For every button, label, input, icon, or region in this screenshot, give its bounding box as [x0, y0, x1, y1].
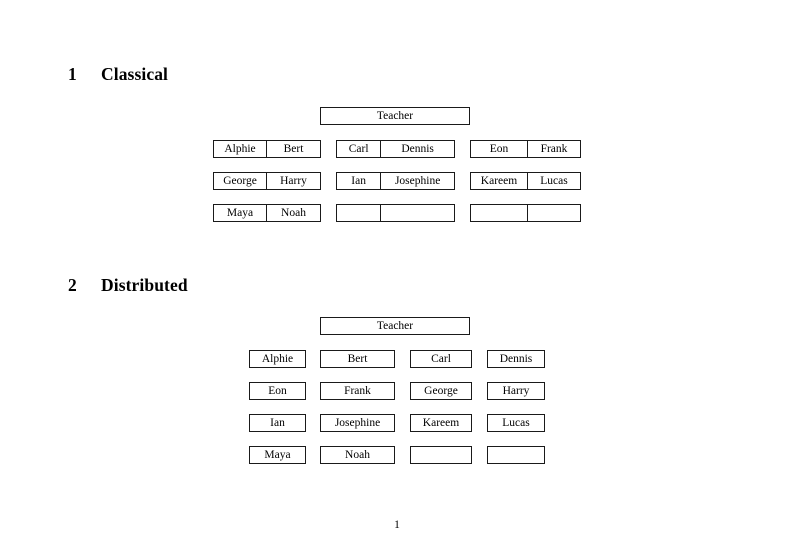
student-box[interactable]: Josephine — [320, 414, 395, 432]
student-cell[interactable]: Dennis — [401, 143, 434, 155]
student-box[interactable]: Carl — [410, 350, 472, 368]
teacher-box-distributed[interactable]: Teacher — [320, 317, 470, 335]
section-number: 2 — [68, 275, 77, 295]
section-title: Classical — [101, 64, 169, 84]
student-cell-empty[interactable] — [471, 205, 528, 221]
student-cell[interactable]: Ian — [337, 173, 382, 189]
student-cell[interactable]: Alphie — [214, 141, 268, 157]
student-box-empty[interactable] — [487, 446, 545, 464]
student-box[interactable]: Maya — [249, 446, 306, 464]
section-heading-distributed: 2 Distributed — [68, 275, 188, 296]
section-heading-classical: 1 Classical — [68, 64, 168, 85]
student-cell[interactable]: Lucas — [540, 175, 568, 187]
student-box[interactable]: Kareem — [410, 414, 472, 432]
student-box[interactable]: Dennis — [487, 350, 545, 368]
page-number: 1 — [394, 519, 400, 531]
student-cell-empty[interactable] — [381, 205, 454, 221]
student-cell[interactable]: Kareem — [471, 173, 528, 189]
student-box[interactable]: Noah — [320, 446, 395, 464]
student-box[interactable]: Eon — [249, 382, 306, 400]
student-cell-empty[interactable] — [337, 205, 382, 221]
student-row[interactable]: Alphie Bert — [213, 140, 321, 158]
student-cell[interactable]: Frank — [540, 143, 568, 155]
student-box[interactable]: Frank — [320, 382, 395, 400]
student-row[interactable]: Kareem Lucas — [470, 172, 581, 190]
student-cell[interactable]: Noah — [281, 207, 306, 219]
student-row[interactable]: Eon Frank — [470, 140, 581, 158]
student-box[interactable]: Bert — [320, 350, 395, 368]
student-box[interactable]: Alphie — [249, 350, 306, 368]
student-box[interactable]: Lucas — [487, 414, 545, 432]
student-row-empty[interactable] — [470, 204, 581, 222]
student-row-empty[interactable] — [336, 204, 455, 222]
student-row[interactable]: Maya Noah — [213, 204, 321, 222]
student-cell[interactable]: Eon — [471, 141, 528, 157]
student-cell[interactable]: Harry — [280, 175, 307, 187]
student-cell-empty[interactable] — [528, 205, 580, 221]
student-cell[interactable]: Carl — [337, 141, 382, 157]
student-row[interactable]: Ian Josephine — [336, 172, 455, 190]
section-number: 1 — [68, 64, 77, 84]
teacher-box-classical[interactable]: Teacher — [320, 107, 470, 125]
student-row[interactable]: Carl Dennis — [336, 140, 455, 158]
student-cell[interactable]: Josephine — [394, 175, 441, 187]
section-title: Distributed — [101, 275, 188, 295]
student-row[interactable]: George Harry — [213, 172, 321, 190]
student-cell[interactable]: Maya — [214, 205, 268, 221]
student-box[interactable]: George — [410, 382, 472, 400]
student-cell[interactable]: George — [214, 173, 268, 189]
student-cell[interactable]: Bert — [283, 143, 304, 155]
student-box-empty[interactable] — [410, 446, 472, 464]
student-box[interactable]: Ian — [249, 414, 306, 432]
student-box[interactable]: Harry — [487, 382, 545, 400]
